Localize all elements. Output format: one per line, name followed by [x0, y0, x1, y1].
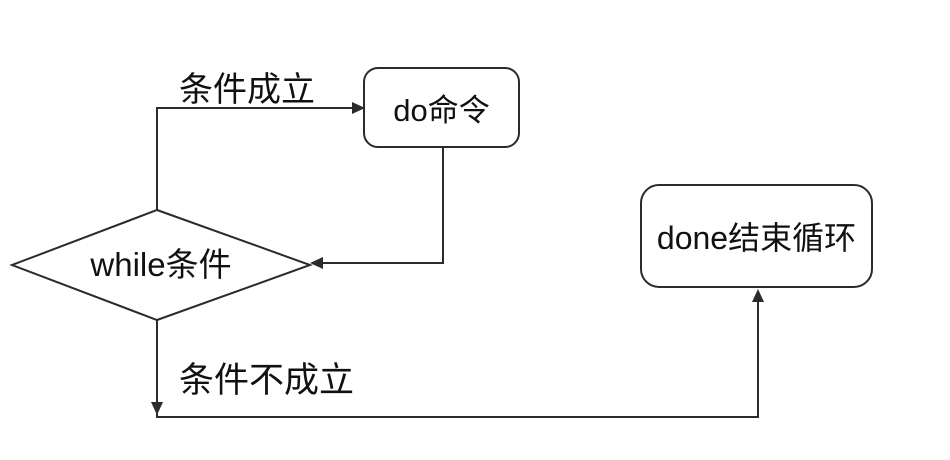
arrowhead-down-icon [151, 402, 163, 415]
arrowhead-into-diamond-icon [310, 257, 323, 269]
condition-true-edge-label: 条件成立 [179, 71, 315, 109]
while-decision-diamond [9, 208, 313, 322]
do-command-label: do命令 [393, 93, 490, 128]
edge-condition-false [156, 302, 759, 418]
condition-false-edge-label: 条件不成立 [179, 361, 355, 400]
done-end-node: done结束循环 [640, 184, 873, 288]
done-end-label: done结束循环 [656, 220, 857, 256]
arrowhead-into-done-box-icon [752, 289, 764, 302]
edge-condition-true [156, 107, 352, 210]
edge-do-to-while [323, 148, 444, 264]
arrowhead-into-do-box-icon [352, 102, 365, 114]
while-decision-label: while条件 [90, 246, 232, 283]
do-command-node: do命令 [363, 67, 520, 148]
